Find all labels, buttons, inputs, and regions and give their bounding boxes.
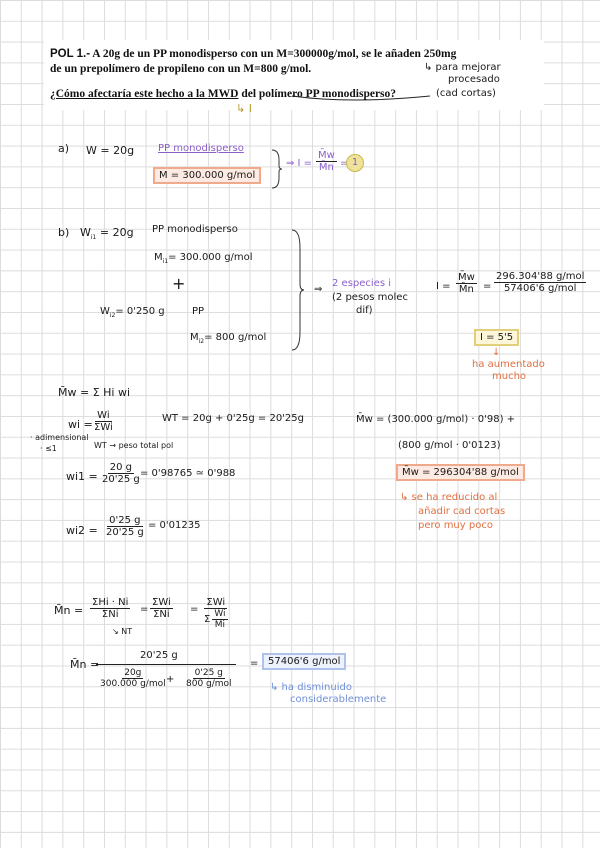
part-a-equals: = bbox=[340, 158, 349, 169]
part-b-pp-label: PP monodisperso bbox=[152, 224, 238, 235]
note-procesado: procesado bbox=[448, 74, 500, 85]
part-b-pp2: PP bbox=[192, 306, 205, 317]
mw-definition: M̄w = Σ Hi wi bbox=[58, 386, 131, 399]
wi1-lhs: wi1 = bbox=[66, 470, 98, 483]
part-b-arrow: ⇒ bbox=[314, 284, 323, 295]
mn-result: 57406'6 g/mol bbox=[262, 653, 347, 670]
part-b-I-ratio: M̄w M̄n bbox=[456, 272, 477, 295]
mn-calc-top: 20'25 g bbox=[140, 650, 178, 661]
wt-equation: WT = 20g + 0'25g = 20'25g bbox=[162, 413, 305, 424]
part-a-weight: W = 20g bbox=[86, 144, 135, 157]
wi-fraction: Wi ΣWi bbox=[94, 410, 113, 433]
part-b-m1: Mi1= 300.000 g/mol bbox=[154, 252, 253, 265]
wi1-result: = 0'98765 ≃ 0'988 bbox=[140, 468, 236, 479]
mw-note-1: ↳ se ha reducido al bbox=[400, 492, 498, 503]
mn-term-1: 20g 300.000 g/mol bbox=[100, 668, 166, 689]
wi-lhs: wi = bbox=[68, 418, 93, 431]
mn-calc-eq: = bbox=[250, 658, 259, 669]
mn-fraction-3: ΣWi Σ Wi Mi bbox=[204, 597, 228, 630]
wi1-fraction: 20 g 20'25 g bbox=[102, 462, 140, 485]
wi2-fraction: 0'25 g 20'25 g bbox=[106, 515, 144, 538]
note-cad-cortas: (cad cortas) bbox=[436, 88, 496, 99]
part-a-arrow-I: ⇒ I = bbox=[286, 158, 313, 169]
problem-number: POL 1.- bbox=[50, 48, 91, 60]
part-a-pp-label: PP monodisperso bbox=[158, 143, 244, 154]
problem-line-1: POL 1.- A 20g de un PP monodisperso con … bbox=[50, 48, 457, 60]
adim-note-2: · ≤1 bbox=[40, 444, 57, 453]
part-b-m2: Mi2= 800 g/mol bbox=[190, 332, 267, 345]
part-b-species-2: (2 pesos molec bbox=[332, 292, 408, 303]
mn-term-2: 0'25 g 800 g/mol bbox=[186, 668, 232, 689]
part-b-I-note-arrow: ↓ bbox=[492, 347, 501, 358]
note-I: ↳ I bbox=[236, 102, 252, 115]
part-a-brace bbox=[271, 149, 283, 189]
part-b-I-note-2: mucho bbox=[492, 371, 527, 382]
part-a-ratio: M̄w M̄n bbox=[316, 150, 337, 173]
mn-fraction-1: ΣHi · Ni ΣNi bbox=[90, 597, 131, 620]
mw-calc-line-1: M̄w = (300.000 g/mol) · 0'98) + bbox=[356, 414, 516, 425]
part-a-molar-mass: M = 300.000 g/mol bbox=[153, 167, 262, 184]
mn-nt-note: ↘ NT bbox=[112, 627, 133, 636]
mn-eq-1: = bbox=[140, 604, 149, 615]
part-a-result: 1 bbox=[346, 154, 364, 172]
mn-main-fraction-bar bbox=[96, 664, 236, 665]
part-b-I-values: 296.304'88 g/mol 57406'6 g/mol bbox=[494, 271, 587, 294]
part-b-species-3: dif) bbox=[356, 305, 373, 316]
problem-line-2: de un prepolímero de propileno con un M=… bbox=[50, 63, 312, 75]
header-curve-arrow bbox=[291, 95, 431, 101]
problem-statement bbox=[44, 40, 544, 110]
wi2-lhs: wi2 = bbox=[66, 524, 98, 537]
part-b-label: b) bbox=[58, 226, 70, 239]
mw-result: M̄w = 296304'88 g/mol bbox=[396, 464, 525, 481]
adim-note-1: · adimensional bbox=[30, 433, 89, 442]
part-b-plus: + bbox=[172, 274, 186, 293]
part-b-w2: Wi2= 0'250 g bbox=[100, 306, 165, 319]
part-b-brace bbox=[291, 229, 305, 351]
part-a-label: a) bbox=[58, 142, 70, 155]
mn-eq-2: = bbox=[190, 604, 199, 615]
part-b-I-eq: = bbox=[483, 281, 492, 292]
note-mejorar: ↳ para mejorar bbox=[424, 62, 501, 73]
mw-note-3: pero muy poco bbox=[418, 520, 493, 531]
part-b-I-label: I = bbox=[436, 281, 451, 292]
mn-lhs: M̄n = bbox=[54, 604, 84, 617]
part-b-I-result: I = 5'5 bbox=[474, 329, 520, 346]
wt-label: WT → peso total pol bbox=[94, 441, 174, 450]
mn-plus: + bbox=[166, 674, 175, 685]
wi2-result: = 0'01235 bbox=[148, 520, 201, 531]
part-b-w1: Wi1 = 20g bbox=[80, 226, 134, 242]
mw-calc-line-2: (800 g/mol · 0'0123) bbox=[398, 440, 501, 451]
mn-calc-lhs: M̄n = bbox=[70, 658, 100, 671]
mn-note-2: considerablemente bbox=[290, 694, 387, 705]
mn-fraction-2: ΣWi ΣNi bbox=[150, 597, 173, 620]
part-b-I-note-1: ha aumentado bbox=[472, 359, 545, 370]
mwd-highlight: MWD bbox=[207, 88, 239, 100]
question-line: ¿Cómo afectaría este hecho a la MWD del … bbox=[50, 88, 397, 100]
part-b-species-1: 2 especies i bbox=[332, 278, 391, 289]
mn-note-1: ↳ ha disminuido bbox=[270, 682, 352, 693]
mw-note-2: añadir cad cortas bbox=[418, 506, 506, 517]
